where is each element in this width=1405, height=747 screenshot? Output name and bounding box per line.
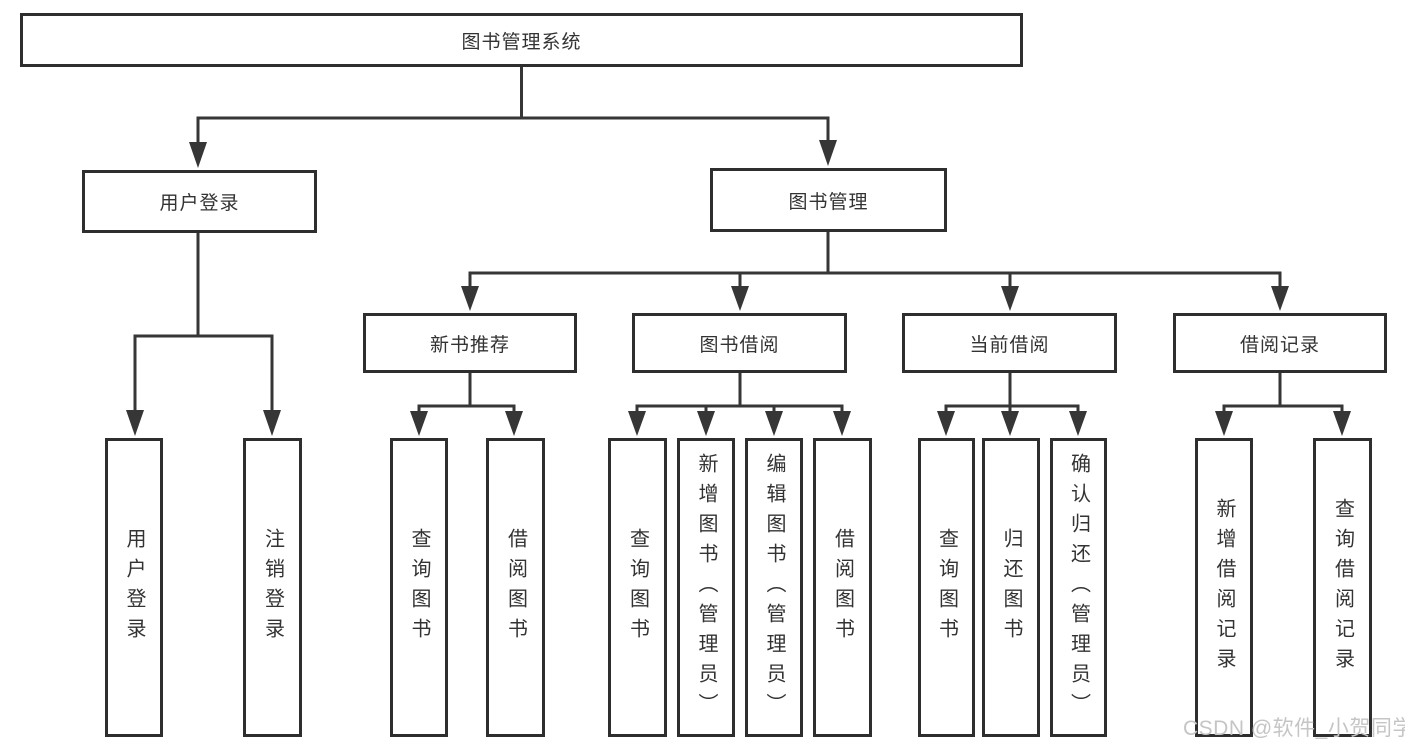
connector-bookborrow-to-leaves bbox=[635, 373, 844, 414]
node-book-borrowing: 图书借阅 bbox=[632, 313, 847, 373]
node-label: 当前借阅 bbox=[969, 334, 1050, 356]
node-label: 新书推荐 bbox=[429, 334, 510, 356]
arrow-down-icon bbox=[1271, 286, 1289, 311]
arrow-down-icon bbox=[505, 411, 523, 436]
leaf-logout: 注销登录 bbox=[243, 438, 302, 737]
leaf-current-query-books: 查询图书 bbox=[918, 438, 975, 737]
csdn-watermark: CSDN @软件_小贺同学 bbox=[1183, 717, 1405, 740]
arrow-down-icon bbox=[410, 411, 428, 436]
leaf-borrow-add-books-admin: 新增图书（管理员） bbox=[677, 438, 735, 737]
arrow-down-icon bbox=[1001, 286, 1019, 311]
arrow-down-icon bbox=[126, 410, 144, 436]
arrow-down-icon bbox=[937, 411, 955, 436]
node-label: 归还图书 bbox=[1000, 527, 1022, 648]
node-label: 查询借阅记录 bbox=[1331, 497, 1354, 678]
node-label: 注销登录 bbox=[261, 527, 284, 648]
node-label: 查询图书 bbox=[935, 527, 958, 648]
leaf-user-login: 用户登录 bbox=[105, 438, 163, 737]
node-label: 借阅图书 bbox=[831, 527, 854, 648]
arrow-down-icon bbox=[263, 410, 281, 436]
arrow-down-icon bbox=[628, 411, 646, 436]
node-label: 新增图书（管理员） bbox=[695, 452, 717, 723]
node-library-management-system: 图书管理系统 bbox=[20, 13, 1023, 67]
node-label: 查询图书 bbox=[626, 527, 649, 648]
arrow-down-icon bbox=[697, 411, 715, 436]
node-label: 用户登录 bbox=[159, 193, 240, 214]
node-label: 图书管理系统 bbox=[461, 31, 582, 53]
connector-borrowrecord-to-leaves bbox=[1222, 373, 1344, 414]
connector-root-to-level2 bbox=[196, 67, 830, 145]
arrow-down-icon bbox=[765, 411, 783, 436]
node-current-borrowing: 当前借阅 bbox=[902, 313, 1117, 373]
node-label: 查询图书 bbox=[408, 527, 430, 648]
arrow-down-icon bbox=[1069, 411, 1087, 436]
node-borrowing-records: 借阅记录 bbox=[1173, 313, 1387, 373]
node-label: 编辑图书（管理员） bbox=[763, 452, 785, 723]
leaf-newbook-query-books: 查询图书 bbox=[390, 438, 448, 737]
node-label: 借阅记录 bbox=[1239, 334, 1320, 356]
arrow-down-icon bbox=[1333, 411, 1351, 436]
connector-newbook-to-leaves bbox=[417, 373, 516, 414]
node-book-management: 图书管理 bbox=[710, 168, 947, 232]
arrow-down-icon bbox=[1215, 411, 1233, 436]
leaf-newbook-borrow-books: 借阅图书 bbox=[486, 438, 545, 737]
arrow-down-icon bbox=[461, 286, 479, 311]
arrow-down-icon bbox=[833, 411, 851, 436]
node-label: 图书借阅 bbox=[699, 334, 780, 356]
arrow-down-icon bbox=[819, 140, 837, 166]
node-user-login: 用户登录 bbox=[82, 170, 317, 233]
leaf-borrow-query-books: 查询图书 bbox=[608, 438, 667, 737]
node-new-book-recommendation: 新书推荐 bbox=[363, 313, 577, 373]
arrow-down-icon bbox=[1001, 411, 1019, 436]
node-label: 新增借阅记录 bbox=[1213, 497, 1235, 678]
node-label: 借阅图书 bbox=[504, 527, 527, 648]
leaf-record-add-borrow-record: 新增借阅记录 bbox=[1195, 438, 1253, 737]
node-label: 图书管理 bbox=[788, 191, 869, 213]
leaf-borrow-borrow-books: 借阅图书 bbox=[813, 438, 872, 737]
node-label: 确认归还（管理员） bbox=[1067, 452, 1090, 723]
leaf-current-confirm-return-admin: 确认归还（管理员） bbox=[1050, 438, 1107, 737]
leaf-record-query-borrow-record: 查询借阅记录 bbox=[1313, 438, 1372, 737]
node-label: 用户登录 bbox=[123, 527, 145, 648]
arrow-down-icon bbox=[731, 286, 749, 311]
arrow-down-icon bbox=[189, 142, 207, 168]
connector-userlogin-to-leaves bbox=[133, 233, 274, 414]
leaf-current-return-books: 归还图书 bbox=[982, 438, 1040, 737]
connector-bookmgmt-to-level3 bbox=[468, 232, 1282, 290]
connector-currentborrow-to-leaves bbox=[944, 373, 1080, 414]
leaf-borrow-edit-books-admin: 编辑图书（管理员） bbox=[745, 438, 803, 737]
